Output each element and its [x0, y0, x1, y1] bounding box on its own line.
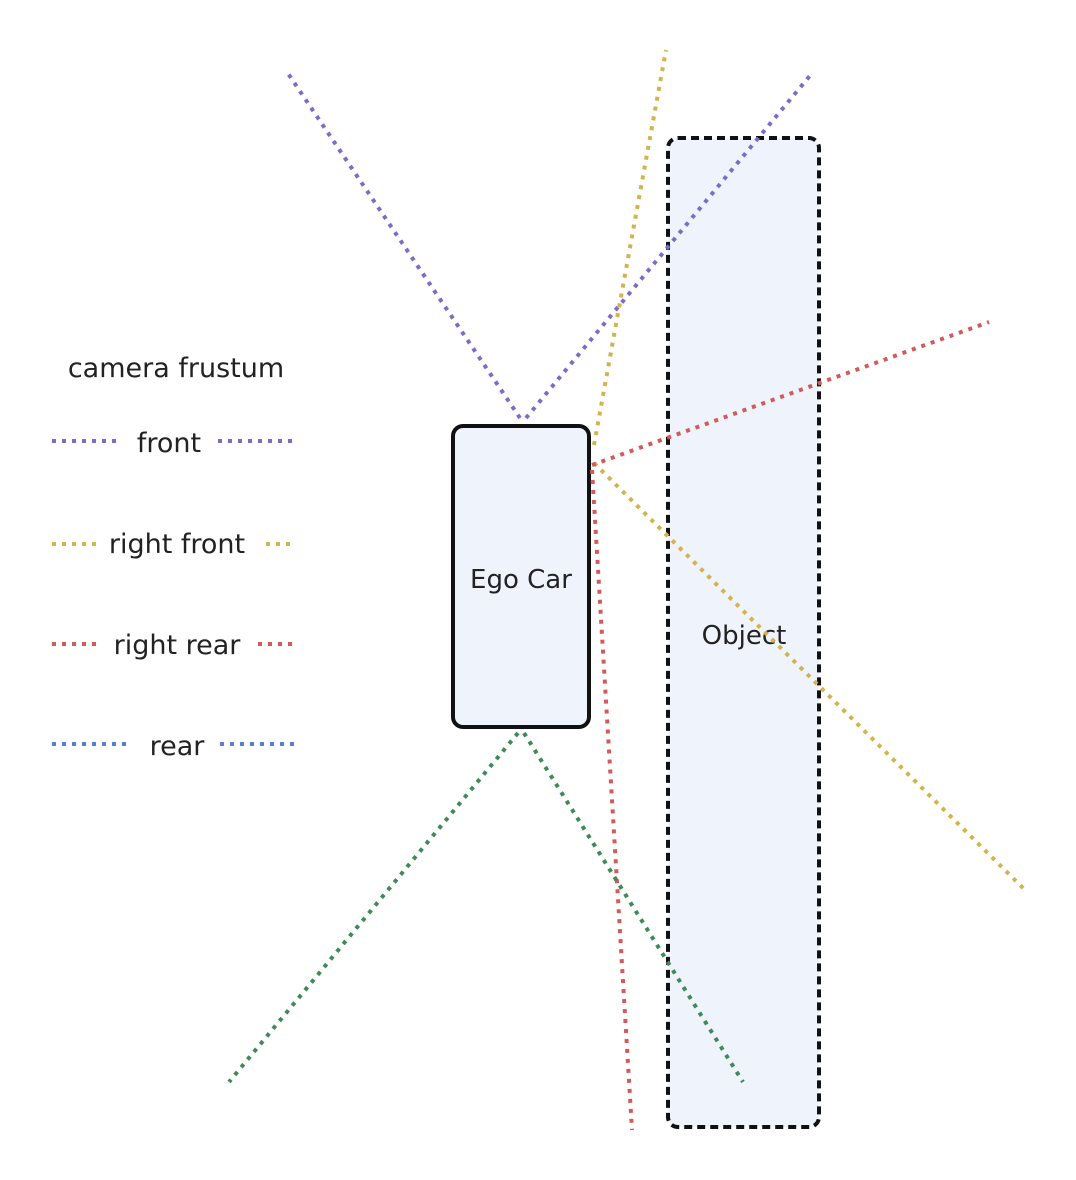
rear-frustum-right-ray	[522, 731, 745, 1084]
ego-car-label: Ego Car	[470, 565, 572, 595]
legend-rear-label: rear	[150, 731, 206, 762]
object-label: Object	[702, 621, 787, 651]
legend-front-label: front	[137, 428, 201, 459]
rear-frustum-left-ray	[227, 731, 520, 1084]
legend: camera frustum front right front right r…	[52, 353, 296, 762]
front-frustum-left-ray	[285, 70, 522, 420]
legend-right-rear-label: right rear	[114, 630, 242, 661]
legend-title: camera frustum	[68, 353, 284, 384]
right-front-frustum-lower-ray	[592, 461, 1026, 891]
legend-right-front-label: right front	[109, 529, 245, 560]
object-box	[666, 136, 821, 1129]
ego-car-box	[451, 424, 591, 729]
right-front-frustum-upper-ray	[592, 49, 668, 446]
right-rear-frustum-upper-ray	[591, 320, 990, 467]
right-rear-frustum-lower-ray	[590, 469, 634, 1131]
